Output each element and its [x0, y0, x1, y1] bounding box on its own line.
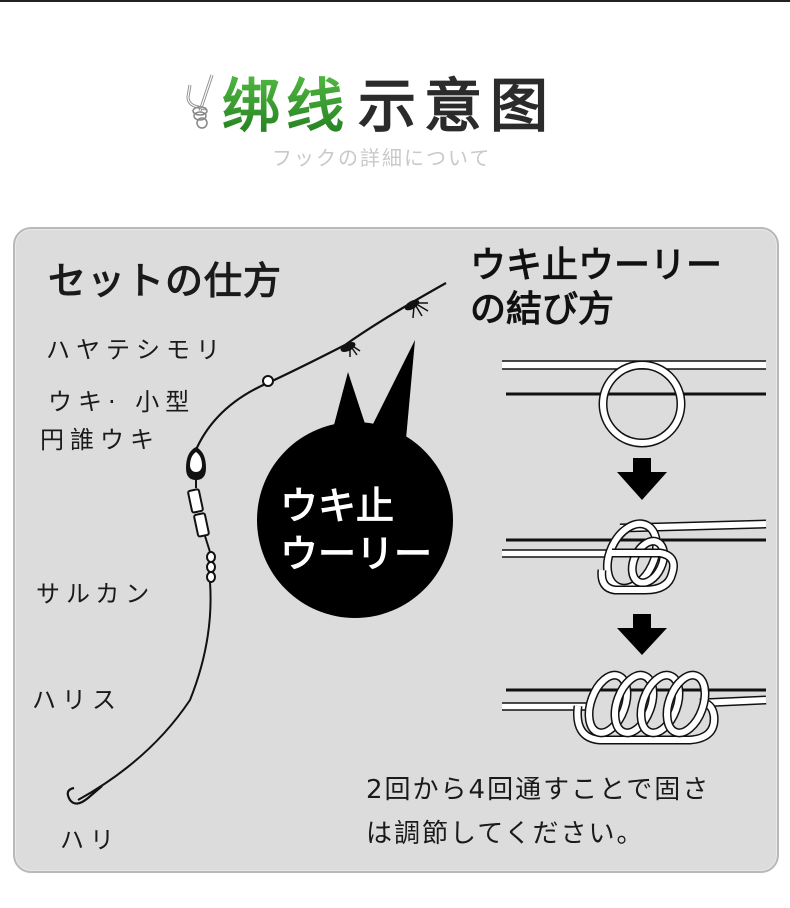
- swivel-icon: [187, 488, 216, 583]
- setup-title: セットの仕方: [48, 259, 283, 303]
- hook-icon: [66, 785, 103, 805]
- arrow-down-icon: [617, 458, 667, 500]
- knot-title-line1: ウキ止ウーリー: [470, 245, 723, 286]
- label-hook: ハリ: [60, 826, 120, 854]
- label-hayateshimori: ハヤテシモリ: [46, 336, 226, 364]
- knot-title-line2: の結び方: [470, 289, 615, 330]
- bubble-line2: ウーリー: [280, 532, 433, 576]
- title-row: 绑线 示意图: [180, 66, 556, 140]
- knot-icon: [186, 74, 214, 129]
- speech-bubble: [257, 340, 453, 618]
- bubble-text: ウキ止 ウーリー: [280, 482, 432, 578]
- bubble-line1: ウキ止: [280, 484, 395, 528]
- note-line1: 2回から4回通すことで固さ: [366, 775, 711, 805]
- label-float-line1: ウキ· 小型: [48, 388, 196, 416]
- finished-knot-icon: [502, 670, 767, 745]
- header: 绑线 示意图 フックの詳細について: [0, 60, 790, 180]
- instruction-note: 2回から4回通すことで固さ は調節してください。: [366, 768, 710, 856]
- label-swivel: サルカン: [36, 580, 156, 608]
- label-float-line2: 円誰ウキ: [40, 426, 160, 454]
- loop-step-icon: [502, 360, 766, 448]
- label-leader: ハリス: [32, 686, 122, 714]
- subtitle: フックの詳細について: [272, 146, 492, 170]
- note-line2: は調節してください。: [366, 819, 645, 849]
- arrow-down-icon: [617, 614, 667, 655]
- knot-title: ウキ止ウーリー の結び方: [470, 244, 722, 332]
- title-green: 绑线: [222, 59, 350, 143]
- top-border-line: [0, 0, 790, 2]
- bead-icon: [262, 375, 274, 387]
- wrap-step-icon: [502, 519, 767, 595]
- bobber-stopper-icon: [340, 299, 429, 357]
- title-dark: 示意图: [358, 72, 557, 140]
